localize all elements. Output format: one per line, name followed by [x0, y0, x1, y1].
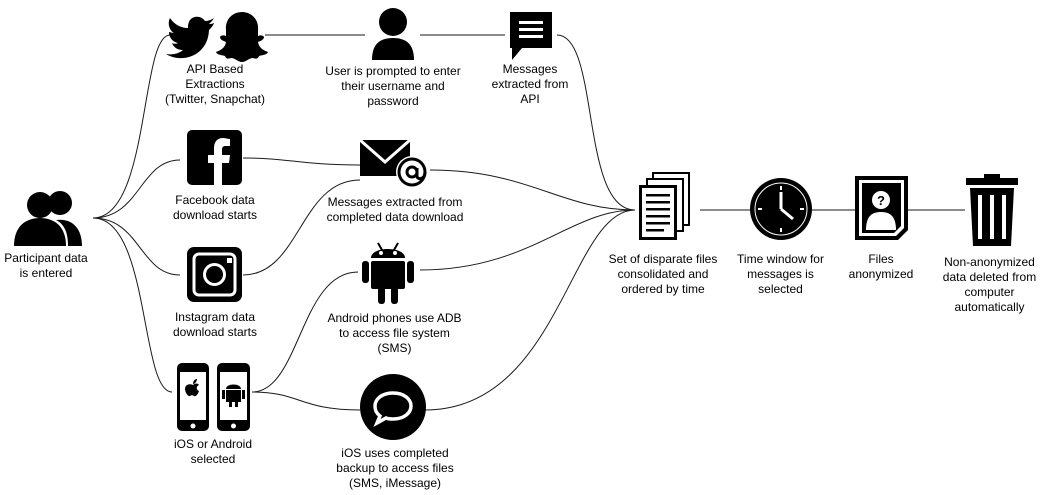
edge-email-consolidated: [429, 169, 636, 211]
edge-apimessages-consolidated: [556, 34, 636, 211]
user-icon: [372, 8, 414, 60]
snapchat-icon: [216, 12, 268, 62]
edge-facebook-email: [242, 157, 361, 166]
edge-phones-android: [251, 271, 359, 393]
label-android-adb: Android phones use ADB to access file sy…: [327, 311, 462, 355]
edge-phones-ios: [251, 391, 361, 411]
label-email: Messages extracted from completed data d…: [326, 195, 464, 224]
label-participant: Participant data is entered: [4, 251, 88, 280]
edge-participant-ios-android: [92, 217, 173, 393]
documents-icon: [639, 172, 690, 240]
label-ios-android: iOS or Android selected: [173, 437, 253, 466]
edge-android-consolidated: [419, 209, 636, 271]
edge-participant-facebook: [92, 159, 181, 219]
anonymous-file-icon: ?: [855, 176, 908, 240]
message-icon: [510, 12, 552, 60]
chat-bubble-icon: [360, 374, 426, 440]
label-deleted: Non-anonymized data deleted from compute…: [942, 255, 1037, 314]
svg-text:?: ?: [877, 193, 885, 208]
label-instagram: Instagram data download starts: [172, 310, 258, 339]
label-ios-backup: iOS uses completed backup to access file…: [336, 446, 454, 490]
edge-instagram-email: [242, 179, 361, 276]
label-consolidated: Set of disparate files consolidated and …: [608, 252, 718, 296]
label-api-extractions: API Based Extractions (Twitter, Snapchat…: [164, 62, 266, 106]
users-icon: [14, 191, 82, 246]
twitter-icon: [166, 16, 214, 59]
clock-icon: [750, 178, 812, 240]
edge-participant-api: [92, 34, 171, 219]
android-phone-icon: [217, 363, 250, 431]
label-time-window: Time window for messages is selected: [737, 252, 824, 296]
edge-participant-instagram: [92, 217, 181, 276]
connectors: [92, 34, 965, 411]
label-api-messages: Messages extracted from API: [491, 62, 569, 106]
label-user-prompt: User is prompted to enter their username…: [325, 64, 461, 108]
facebook-icon: [187, 130, 242, 185]
iphone-apple-icon: [177, 363, 209, 431]
instagram-icon: [187, 247, 242, 302]
edge-ios-consolidated: [424, 209, 636, 411]
android-icon: [362, 242, 414, 304]
trash-icon: [966, 174, 1018, 246]
label-anonymized: Files anonymized: [848, 252, 914, 281]
email-at-icon: [359, 138, 428, 188]
label-facebook: Facebook data download starts: [172, 193, 258, 222]
